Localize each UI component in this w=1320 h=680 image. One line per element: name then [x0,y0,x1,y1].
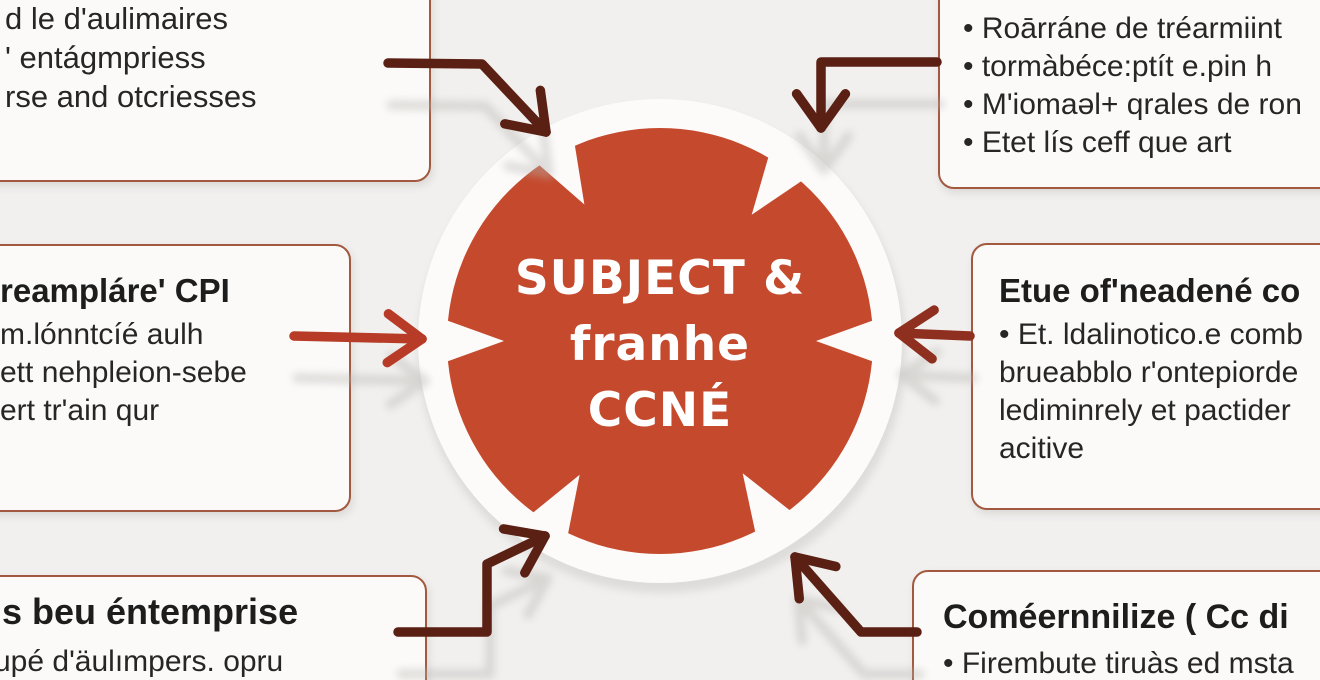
list-item: • Etet lís ceff que art [963,126,1232,159]
text-bottom-left: s beu éntemprise upé d'äulımpers. opru [0,591,299,680]
list-item: ett nehpleion-sebe [0,356,247,389]
box-top-left [0,0,431,182]
list-item: brueabblo r'ontepiorde [999,356,1299,389]
box-title: Coméernnilize ( Cc di [943,598,1289,636]
text-mid-right: Etue of'neadené co • Et. ldalinotico.e c… [999,273,1303,468]
list-item: upé d'äulımpers. opru [0,645,284,678]
list-item: d le d'aulimaires [5,1,229,36]
arrow-bottom-right-icon [790,552,922,637]
box-top-right [938,0,1320,189]
arrow-shadow [793,594,925,679]
list-item: • M'iomaəl+ qrales de ron [963,88,1302,121]
list-item: • Firembute tiruàs ed msta [943,647,1294,680]
text-top-left: d le d'aulimaires ' entágmpriess rse and… [5,0,257,116]
box-title: s beu éntemprise [2,591,299,632]
circle-notch [523,474,580,547]
text-mid-left: reampláre' CPI m.lónntcíé aulh ett nehpl… [0,273,247,430]
circle-notch [529,132,585,205]
list-item: • tormàbéce:ptít e.pin h [963,50,1273,83]
center-line-3: CCNÉ [587,383,733,438]
list-item: • Et. ldalinotico.e comb [999,318,1303,351]
center-line-1: SUBJECT & [514,251,806,306]
center-label: SUBJECT & franhe CCNÉ [450,246,870,444]
box-mid-right [971,243,1320,510]
arrow-shadow [897,347,978,406]
arrow-mid-right-icon [894,305,975,364]
arrow-top-right-icon [791,57,942,133]
text-top-right: • Roārráne de tréarmiint • tormàbéce:ptí… [963,10,1302,162]
list-item: rse and otcriesses [5,79,257,114]
box-title: Etue of'neadené co [999,272,1301,309]
box-title: reampláre' CPI [0,272,230,309]
list-item: ' entágmpriess [5,40,206,75]
circle-notch [742,473,801,545]
list-item: • Roārráne de tréarmiint [963,12,1282,45]
box-bottom-left [0,575,427,680]
circle-notch [751,144,813,215]
list-item: acitive [999,432,1085,465]
center-line-2: franhe [569,317,751,372]
list-item: ert tr'ain qur [0,394,160,427]
text-bottom-right: Coméernnilize ( Cc di • Firembute tiruàs… [943,598,1294,680]
arrow-shadow [794,99,945,175]
box-bottom-right [912,570,1320,680]
list-item: m.lónntcíé aulh [0,318,204,351]
list-item: lediminrely et pactider [999,394,1291,427]
